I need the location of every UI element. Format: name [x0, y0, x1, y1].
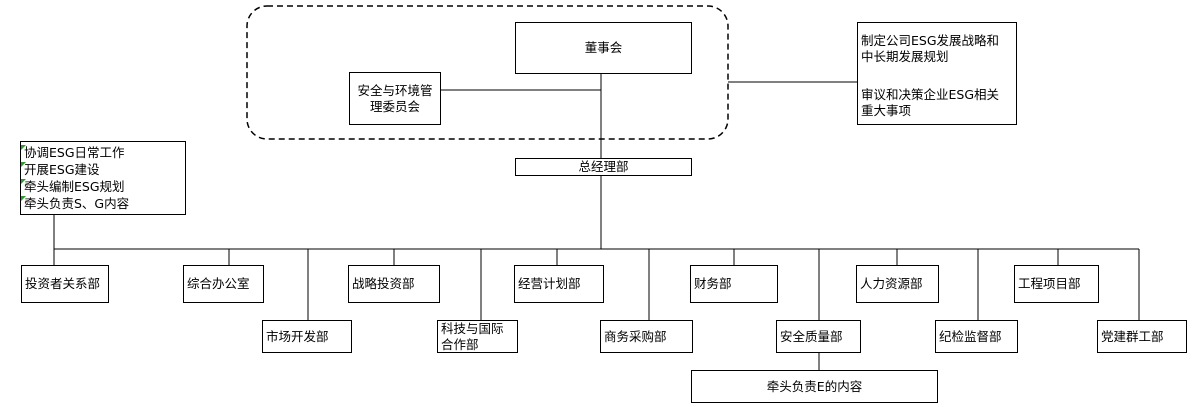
board-duty-line-2: 中长期发展规划	[861, 49, 949, 64]
dept-procurement: 商务采购部	[600, 320, 693, 353]
board-duty-line-5: 重大事项	[861, 103, 912, 118]
dept-discipline-supervision: 纪检监督部	[935, 320, 1018, 353]
comment-marker-icon	[21, 162, 26, 167]
investor-duty-line-4: 牵头负责S、G内容	[24, 196, 130, 211]
dept-human-resources: 人力资源部	[856, 265, 939, 303]
dept-tech-line-1: 科技与国际	[441, 321, 504, 336]
gm-box: 总经理部	[515, 158, 692, 176]
dept-tech-line-2: 合作部	[441, 337, 479, 352]
dept-finance: 财务部	[690, 265, 778, 303]
comment-marker-icon	[21, 145, 26, 150]
board-duties-box: 制定公司ESG发展战略和 中长期发展规划 审议和决策企业ESG相关 重大事项	[857, 22, 1017, 125]
comment-marker-icon	[21, 179, 26, 184]
dept-investor-relations: 投资者关系部	[21, 265, 109, 303]
investor-duty-line-1: 协调ESG日常工作	[24, 145, 125, 160]
board-duty-line-4: 审议和决策企业ESG相关	[861, 87, 1000, 102]
board-box: 董事会	[515, 22, 692, 74]
investor-duty-line-3: 牵头编制ESG规划	[24, 179, 125, 194]
safety-duty-box: 牵头负责E的内容	[691, 370, 938, 403]
committee-line-2: 理委员会	[369, 98, 420, 114]
board-duty-line-1: 制定公司ESG发展战略和	[861, 33, 1000, 48]
dept-strategic-investment: 战略投资部	[348, 265, 440, 303]
board-duty-line-3	[861, 65, 1013, 87]
dept-party-building: 党建群工部	[1097, 320, 1187, 353]
dept-technology-international: 科技与国际 合作部	[437, 320, 518, 353]
dept-market-development: 市场开发部	[262, 320, 352, 353]
dept-engineering-projects: 工程项目部	[1014, 265, 1099, 303]
committee-group-dashed-border	[246, 5, 729, 140]
dept-business-planning: 经营计划部	[514, 265, 604, 303]
dept-general-office: 综合办公室	[183, 265, 264, 303]
dept-safety-quality: 安全质量部	[776, 320, 861, 353]
investor-duties-box: 协调ESG日常工作 开展ESG建设 牵头编制ESG规划 牵头负责S、G内容	[20, 141, 186, 215]
comment-marker-icon	[21, 196, 26, 201]
investor-duty-line-2: 开展ESG建设	[24, 162, 100, 177]
committee-line-1: 安全与环境管	[357, 82, 433, 98]
committee-box: 安全与环境管 理委员会	[349, 72, 441, 125]
